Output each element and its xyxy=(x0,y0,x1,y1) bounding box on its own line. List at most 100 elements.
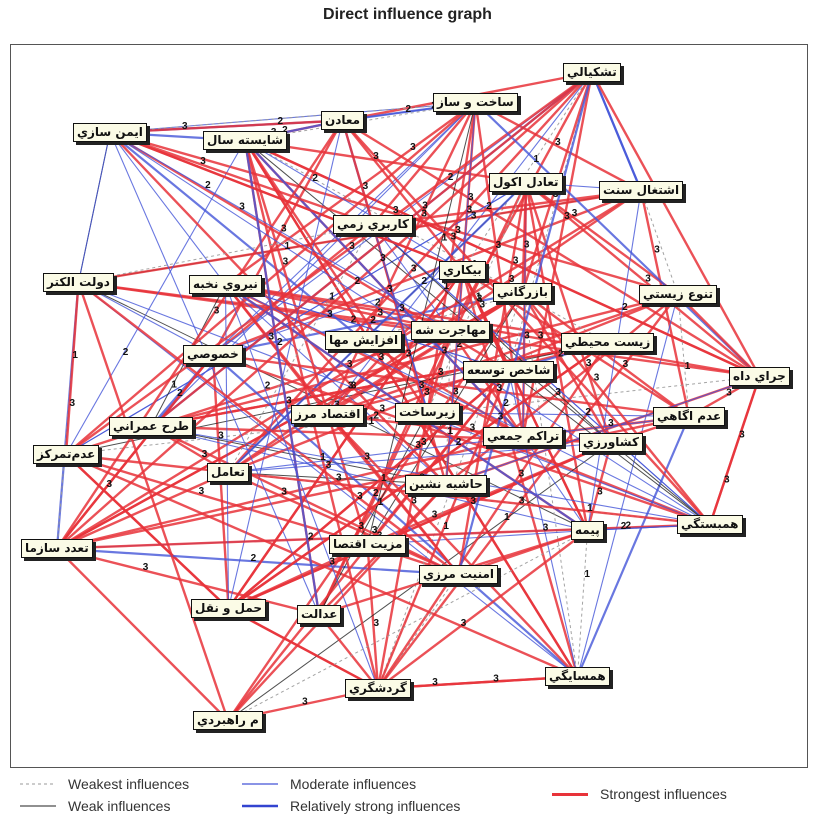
edge xyxy=(65,140,246,455)
node-n25[interactable]: عدم‌تمركز xyxy=(33,445,100,464)
node-n29[interactable]: همبستگي xyxy=(677,515,743,534)
edge-weight-label: 3 xyxy=(143,562,149,573)
node-n8[interactable]: بيكاري xyxy=(439,261,486,280)
edge xyxy=(64,282,80,455)
edge xyxy=(227,471,459,576)
node-n1[interactable]: ساخت و ساز xyxy=(433,93,518,112)
node-n24[interactable]: كشاورزي xyxy=(579,433,643,452)
edge xyxy=(521,291,711,526)
legend-weak-label: Weak influences xyxy=(68,798,171,814)
edge xyxy=(227,293,679,474)
node-n37[interactable]: م راهبردي xyxy=(193,711,263,730)
edge-weight-label: 3 xyxy=(329,557,335,568)
node-n2[interactable]: معادن xyxy=(321,111,365,130)
node-n13[interactable]: مهاجرت شه xyxy=(411,321,491,340)
edge-weight-label: 3 xyxy=(349,241,355,252)
node-n27[interactable]: حاشيه نشين xyxy=(405,475,487,494)
edge-weight-label: 3 xyxy=(453,386,459,397)
edge-weight-label: 3 xyxy=(470,496,476,507)
edge xyxy=(327,72,593,415)
edge xyxy=(243,140,369,545)
node-n19[interactable]: زيرساخت xyxy=(395,403,460,422)
edge xyxy=(77,281,460,576)
edge xyxy=(225,284,447,485)
edge-weight-label: 3 xyxy=(543,523,549,534)
node-n36[interactable]: گردشگري xyxy=(345,679,411,698)
node-n20[interactable]: اقتصاد مرز xyxy=(291,405,365,424)
edge-weight-label: 3 xyxy=(372,525,378,536)
edge-weight-label: 3 xyxy=(302,697,308,708)
node-n14[interactable]: افزايش مها xyxy=(325,331,403,350)
edge xyxy=(244,140,463,271)
edge-weight-label: 3 xyxy=(327,309,333,320)
edge-weight-label: 2 xyxy=(503,398,509,409)
node-n5[interactable]: تعادل اكول xyxy=(489,173,563,192)
node-n10[interactable]: دولت الكتر xyxy=(43,273,114,292)
edge-weight-label: 3 xyxy=(399,303,405,314)
node-n33[interactable]: حمل و نقل xyxy=(191,599,267,618)
edge-weight-label: 3 xyxy=(497,383,503,394)
edge-weight-label: 3 xyxy=(283,257,289,268)
node-n6[interactable]: اشتغال سنت xyxy=(599,181,684,200)
edge-weight-label: 3 xyxy=(496,240,502,251)
node-n18[interactable]: جراي داه xyxy=(729,367,790,386)
edge-weight-label: 1 xyxy=(447,426,453,437)
edge xyxy=(227,607,379,690)
node-n9[interactable]: نيروي نخبه xyxy=(189,275,262,294)
node-n17[interactable]: شاخص توسعه xyxy=(463,361,555,380)
edge-weight-label: 2 xyxy=(421,276,427,287)
edge-weight-label: 3 xyxy=(411,263,417,274)
node-n16[interactable]: زيست محيطي xyxy=(561,333,655,352)
edge xyxy=(376,341,609,690)
edge xyxy=(677,293,761,378)
edge xyxy=(521,291,690,418)
edge xyxy=(109,119,343,134)
edge-weight-label: 3 xyxy=(387,284,393,295)
node-n3[interactable]: شايسته سال xyxy=(203,131,288,150)
edge-weight-label: 2 xyxy=(456,437,462,448)
edge-weight-label: 2 xyxy=(558,348,564,359)
node-n30[interactable]: تعدد سازما xyxy=(21,539,93,558)
node-n34[interactable]: عدالت xyxy=(297,605,342,624)
edge-weight-label: 1 xyxy=(329,291,335,302)
edge-weight-label: 1 xyxy=(443,521,449,532)
node-n15[interactable]: خصوصي xyxy=(183,345,243,364)
edge-weight-label: 2 xyxy=(373,488,379,499)
node-n28[interactable]: پيمه xyxy=(571,521,604,540)
edge xyxy=(109,131,374,226)
node-n31[interactable]: مزيت اقتصا xyxy=(329,535,407,554)
node-n26[interactable]: تعامل xyxy=(207,463,249,482)
edge xyxy=(326,413,579,678)
edge-weight-label: 1 xyxy=(476,292,482,303)
node-n22[interactable]: طرح عمراني xyxy=(109,417,194,436)
node-n7[interactable]: كاربري زمي xyxy=(333,215,414,234)
edge xyxy=(708,376,761,525)
edge-weight-label: 3 xyxy=(493,674,499,685)
edge-weight-label: 3 xyxy=(357,491,363,502)
edge xyxy=(244,139,524,438)
edge-weight-label: 3 xyxy=(442,346,448,357)
node-n0[interactable]: تشكيالي xyxy=(563,63,621,82)
edge-weight-label: 3 xyxy=(364,452,370,463)
edge-weight-label: 3 xyxy=(378,308,384,319)
node-n23[interactable]: تراكم جمعي xyxy=(483,427,564,446)
node-n32[interactable]: امنيت مرزي xyxy=(419,565,499,584)
node-n21[interactable]: عدم اگاهي xyxy=(653,407,726,426)
edge-weight-label: 3 xyxy=(597,486,603,497)
edge xyxy=(78,281,451,332)
node-n12[interactable]: تنوع زيستي xyxy=(639,285,717,304)
node-n4[interactable]: ايمن سازي xyxy=(73,123,147,142)
edge xyxy=(244,139,761,378)
edge-weight-label: 2 xyxy=(405,104,411,115)
legend-weakest: Weakest influences xyxy=(20,776,189,792)
edge-weight-label: 3 xyxy=(336,472,342,483)
edge-weight-label: 3 xyxy=(200,156,206,167)
node-n35[interactable]: همسايگي xyxy=(545,667,610,686)
edge-layer xyxy=(55,71,761,722)
node-n11[interactable]: بازرگاني xyxy=(493,283,552,302)
edge-weight-label: 1 xyxy=(443,281,449,292)
edge xyxy=(109,102,476,133)
edge xyxy=(576,416,691,677)
legend-strongest-label: Strongest influences xyxy=(600,786,727,802)
edge-weight-label: 2 xyxy=(370,315,376,326)
